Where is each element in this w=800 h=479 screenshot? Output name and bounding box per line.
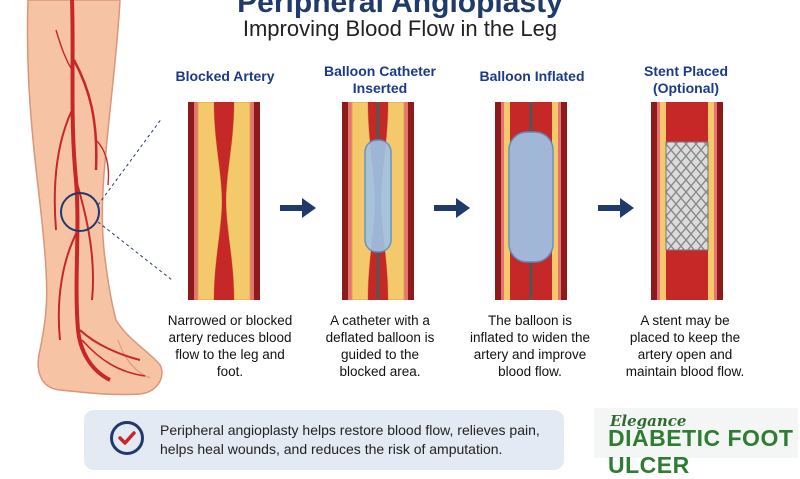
summary-note-text: Peripheral angioplasty helps restore blo…: [160, 422, 540, 457]
step-title-blocked-artery: Blocked Artery: [175, 68, 275, 84]
step-desc-balloon-inflated: The balloon is inflated to widen the art…: [469, 313, 591, 379]
zoom-circle: [60, 192, 100, 232]
artery-blocked-panel: [188, 102, 260, 300]
arrow-right-icon: [434, 198, 470, 218]
leg-illustration: [26, 0, 173, 396]
step-desc-blocked-artery: Narrowed or blocked artery reduces blood…: [167, 313, 293, 379]
artery-catheter-panel: [342, 102, 414, 300]
step-title-balloon-inflated: Balloon Inflated: [479, 68, 585, 84]
artery-stent-panel: [651, 102, 723, 300]
step-title-balloon-inserted: Balloon Catheter Inserted: [323, 63, 436, 96]
page-subtitle: Improving Blood Flow in the Leg: [242, 16, 558, 41]
artery-inflated-panel: [495, 102, 567, 300]
brand-logo-main-text: DIABETIC FOOT ULCER: [608, 425, 794, 478]
brand-logo-top-text: Elegance: [610, 412, 687, 430]
step-desc-balloon-inserted: A catheter with a deflated balloon is gu…: [325, 313, 435, 379]
page-title: Peripheral Angioplasty: [237, 0, 563, 19]
step-title-stent-placed: Stent Placed (Optional): [643, 63, 729, 96]
arrow-right-icon: [598, 198, 634, 218]
step-desc-stent-placed: A stent may be placed to keep the artery…: [625, 313, 745, 379]
arrow-right-icon: [280, 198, 316, 218]
